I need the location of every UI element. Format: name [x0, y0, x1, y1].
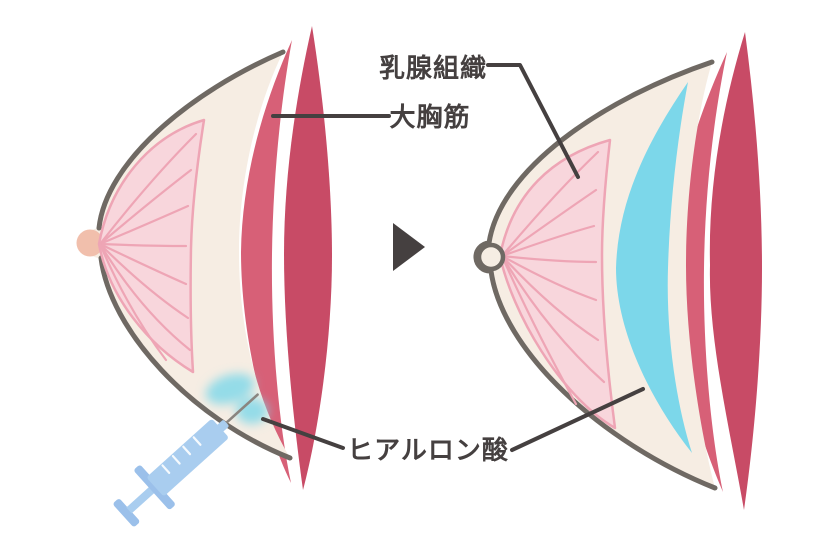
milk-ducts [500, 150, 606, 406]
pectoral-muscle-back-shape [284, 26, 332, 490]
skin-outline-upper [96, 49, 286, 231]
milk-ducts [98, 132, 198, 362]
leader-line-mammary-gland [486, 63, 580, 179]
plunger-rod [126, 484, 158, 514]
barrel-flange [134, 465, 175, 510]
pectoral-muscle-front-shape [241, 40, 292, 483]
pectoral-muscle-back-shape [709, 32, 762, 510]
leader-line-hyaluronic-right [510, 387, 645, 452]
hyaluronic-acid-layer-shape [616, 82, 692, 453]
before-breast-illustration [76, 26, 332, 527]
pectoral-muscle-front-shape [672, 52, 727, 492]
after-breast-illustration [473, 32, 762, 510]
label-pectoralis-major: 大胸筋 [389, 102, 470, 132]
nipple [76, 229, 104, 257]
nipple [476, 242, 506, 272]
arrow-right-icon [393, 223, 425, 271]
label-hyaluronic-acid: ヒアルロン酸 [347, 435, 509, 465]
skin-outline-lower [98, 255, 293, 461]
needle [222, 393, 259, 427]
label-mammary-gland-tissue: 乳腺組織 [379, 53, 487, 83]
syringe [113, 393, 259, 527]
injection-glow [205, 373, 268, 424]
syringe-barrel [147, 419, 228, 496]
leader-line-hyaluronic-left [261, 417, 345, 450]
plunger-end-cap [113, 499, 140, 527]
barrel-scale-ticks [161, 436, 202, 474]
